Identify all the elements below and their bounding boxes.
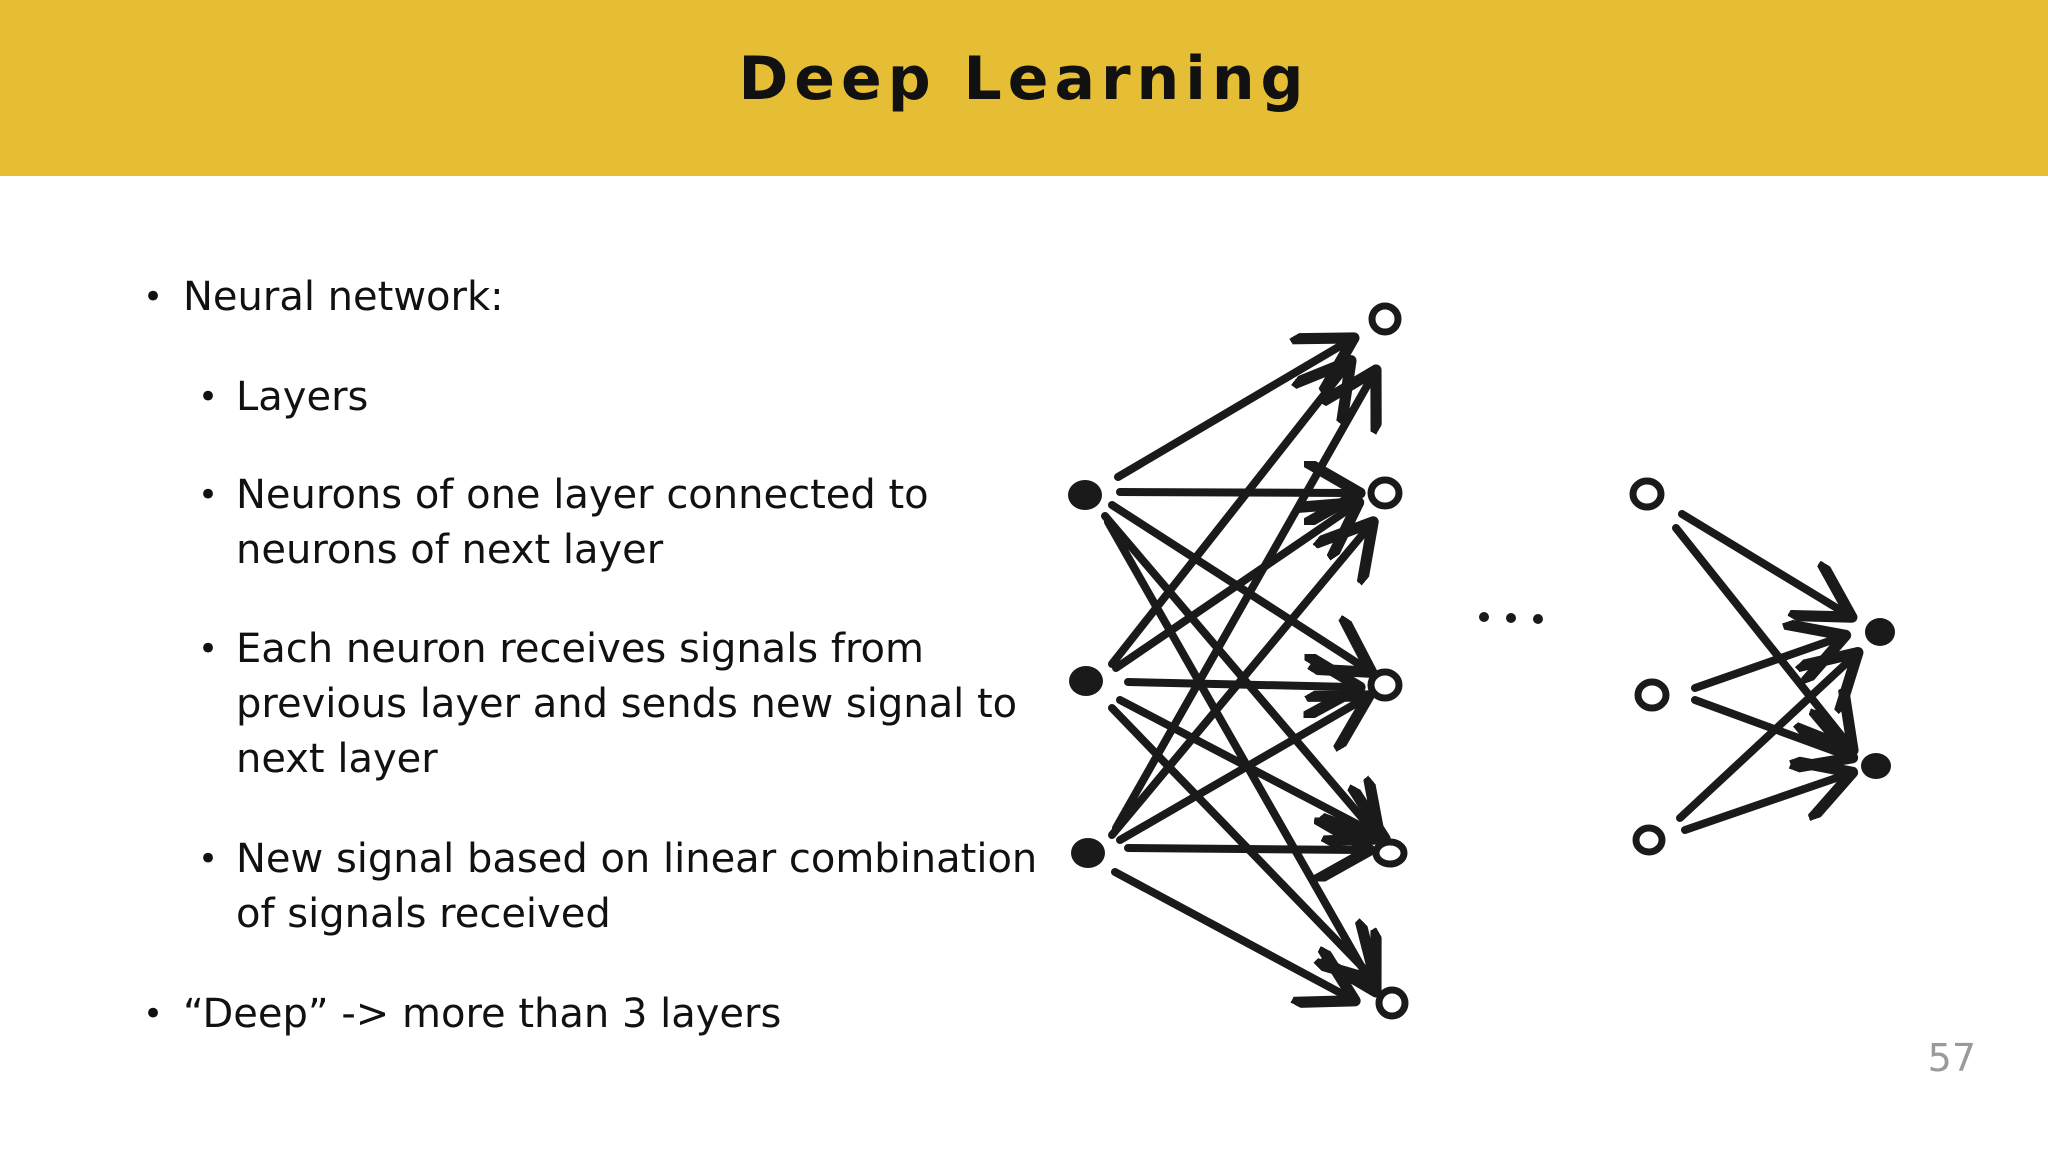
edge (1108, 367, 1346, 668)
edge (1111, 868, 1348, 997)
bullet-dot: • (198, 629, 219, 669)
bullet-dot: • (198, 377, 219, 417)
bullet-deep: • “Deep” -> more than 3 layers (143, 987, 782, 1042)
edge (1116, 700, 1362, 844)
edge (1691, 696, 1845, 755)
edge (1678, 510, 1845, 613)
bullet-line: New signal based on linear combination (236, 836, 1038, 882)
input-layer-nodes (1068, 480, 1105, 868)
bullet-new-signal: • New signal based on linear combination… (198, 832, 1038, 942)
bullet-neurons-connected: • Neurons of one layer connected to neur… (198, 468, 929, 578)
edge (1112, 507, 1352, 672)
bullet-text: Layers (236, 374, 369, 420)
page-number: 57 (1927, 1036, 1976, 1080)
hidden-node (1632, 824, 1666, 856)
hidden-node (1634, 678, 1670, 712)
bullet-neural-network: • Neural network: (143, 270, 504, 325)
bullet-line: Each neuron receives signals from (236, 626, 924, 672)
bullet-text: “Deep” -> more than 3 layers (183, 991, 782, 1037)
edge (1681, 775, 1845, 834)
bullet-layers: • Layers (198, 370, 369, 425)
edges-hidden-to-output (1672, 510, 1852, 834)
ellipsis-dot (1533, 614, 1543, 624)
last-hidden-layer-nodes (1629, 477, 1670, 856)
edge (1691, 638, 1838, 692)
hidden-node (1367, 668, 1403, 702)
ellipsis-dot (1479, 612, 1489, 622)
hidden-node (1375, 986, 1409, 1020)
bullet-line: next layer (236, 736, 438, 782)
output-node (1865, 618, 1895, 646)
ellipsis-dot (1506, 613, 1516, 623)
edge (1108, 528, 1368, 839)
edge (1676, 658, 1852, 822)
bullet-text: Neural network: (183, 274, 504, 320)
bullet-dot: • (198, 475, 219, 515)
ellipsis (1479, 612, 1543, 624)
bullet-dot: • (198, 839, 219, 879)
input-node (1068, 480, 1102, 510)
output-node (1861, 753, 1891, 779)
input-node (1069, 666, 1103, 696)
hidden-node (1372, 838, 1408, 868)
bullet-dot: • (143, 277, 164, 317)
output-layer-nodes (1861, 618, 1895, 779)
hidden-node (1367, 476, 1403, 510)
edge (1116, 492, 1352, 493)
title-bar: Deep Learning (0, 0, 2048, 176)
hidden-layer-nodes (1367, 302, 1409, 1020)
hidden-node (1629, 477, 1665, 511)
edge (1112, 377, 1372, 832)
bullet-line: of signals received (236, 891, 611, 937)
edge (1104, 518, 1372, 985)
input-node (1071, 838, 1105, 868)
edge (1124, 848, 1362, 850)
bullet-each-neuron: • Each neuron receives signals from prev… (198, 622, 1018, 787)
bullet-line: Neurons of one layer connected to (236, 472, 929, 518)
slide-title: Deep Learning (738, 44, 1310, 114)
bullet-line: previous layer and sends new signal to (236, 681, 1018, 727)
edge (1101, 512, 1375, 833)
bullet-line: neurons of next layer (236, 527, 664, 573)
hidden-node (1368, 302, 1402, 336)
edges-input-to-hidden (1101, 342, 1378, 997)
bullet-dot: • (143, 994, 164, 1034)
